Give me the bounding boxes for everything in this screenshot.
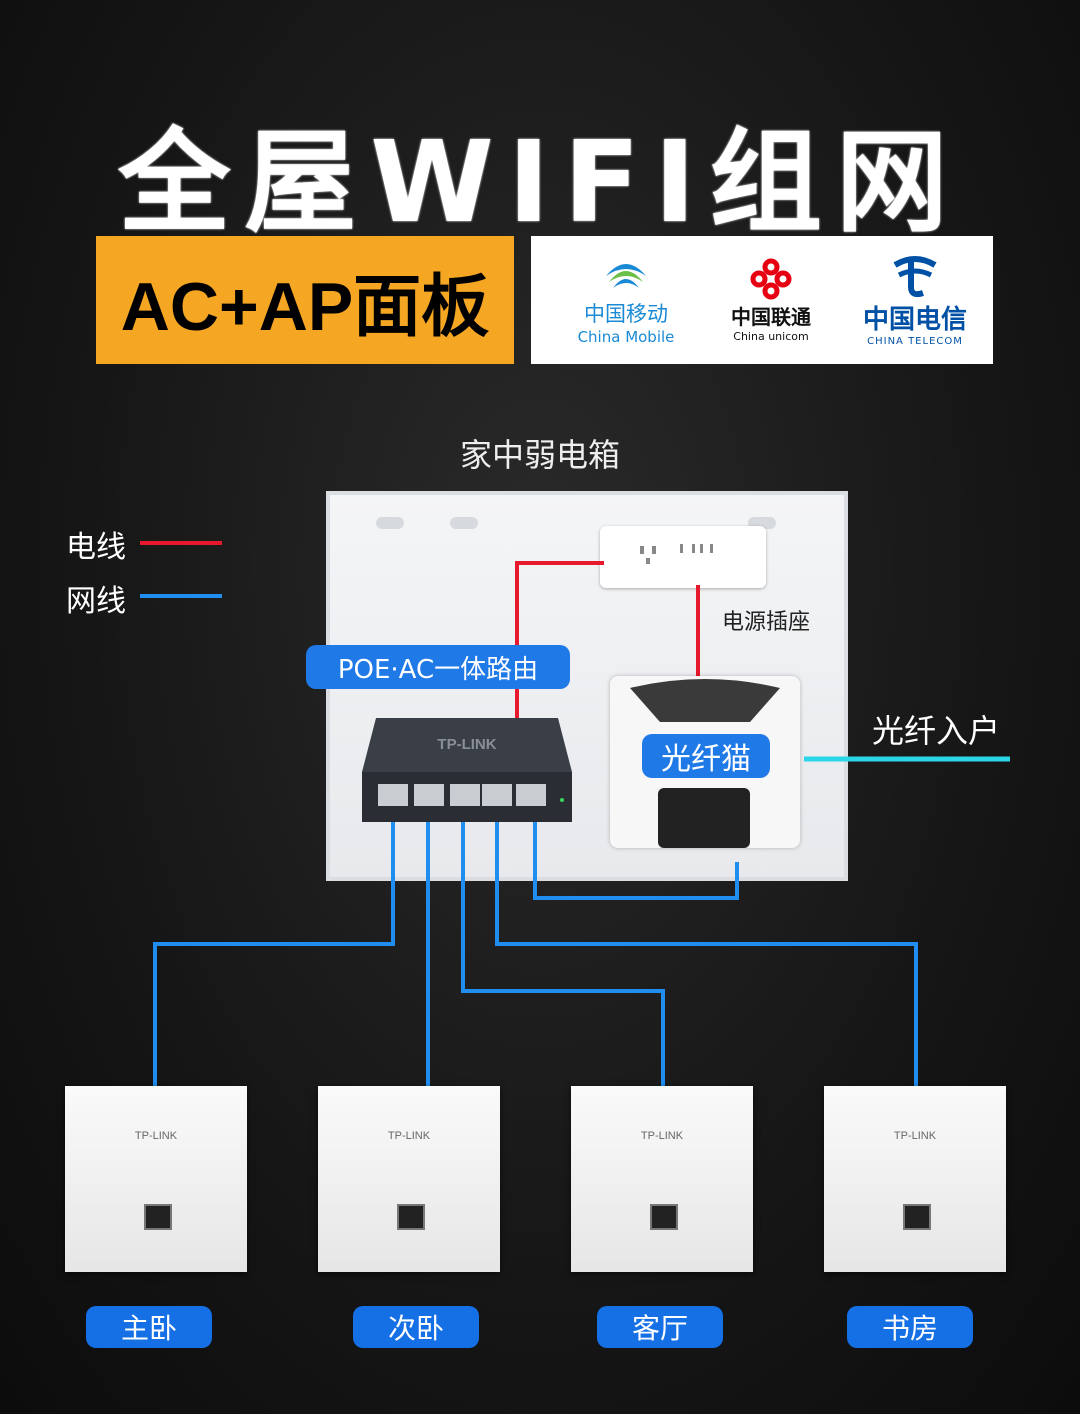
network-wire-master-bedroom [153,812,395,1086]
network-wire-living-room [461,812,665,1086]
distribution-box-title: 家中弱电箱 [459,436,620,474]
ethernet-port-icon [903,1204,931,1230]
china-telecom-icon [893,256,937,298]
fiber-label: 光纤入户 [872,712,1001,750]
legend-network-line [140,594,222,598]
room-label-second-bedroom: 次卧 [353,1306,479,1348]
ac-ap-badge: AC+AP面板 [96,236,514,364]
ethernet-port-icon [397,1204,425,1230]
legend-power-label: 电线 [66,530,126,565]
room-label-study: 书房 [847,1306,973,1348]
china-telecom-cn: 中国电信 [862,305,967,335]
modem-label: 光纤猫 [642,734,770,778]
ap-panel-study: TP-LINK [824,1086,1006,1272]
network-wire-modem [533,812,739,900]
power-socket-label: 电源插座 [722,610,811,635]
ap-brand: TP-LINK [387,1130,431,1142]
china-unicom-cn: 中国联通 [731,305,811,329]
ap-panel-second-bedroom: TP-LINK [318,1086,500,1272]
poe-ac-router: TP-LINK [362,718,572,822]
power-socket [600,526,766,588]
china-telecom-logo: 中国电信 CHINA TELECOM [841,236,989,364]
room-label-master-bedroom: 主卧 [86,1306,212,1348]
china-unicom-en: China unicom [733,330,809,343]
ethernet-port-icon [650,1204,678,1230]
isp-logos-panel: 中国移动 China Mobile 中国联通 China unicom 中国电信… [531,236,993,364]
china-mobile-icon [606,264,646,288]
page-title: 全屋WIFI组网 [118,118,962,248]
router-brand: TP-LINK [437,736,497,753]
power-wire-router [515,561,604,718]
ap-panel-master-bedroom: TP-LINK [65,1086,247,1272]
modem-vent-icon [630,679,780,722]
ap-panel-living-room: TP-LINK [571,1086,753,1272]
china-telecom-en: CHINA TELECOM [867,336,963,347]
legend-power-line [140,541,222,545]
china-unicom-icon [750,258,792,300]
china-mobile-en: China Mobile [577,328,675,346]
room-label-living-room: 客厅 [597,1306,723,1348]
ap-brand: TP-LINK [640,1130,684,1142]
router-label: POE·AC一体路由 [306,645,570,689]
socket-outlets-icon [640,544,713,564]
ap-brand: TP-LINK [134,1130,178,1142]
legend-network-label: 网线 [66,584,126,619]
ap-brand: TP-LINK [893,1130,937,1142]
ethernet-port-icon [144,1204,172,1230]
router-icon [362,718,572,822]
modem-port-icon [658,788,750,848]
china-mobile-cn: 中国移动 [584,302,668,326]
network-wire-study [495,812,918,1086]
china-mobile-logo: 中国移动 China Mobile [551,236,701,364]
china-unicom-logo: 中国联通 China unicom [711,236,831,364]
